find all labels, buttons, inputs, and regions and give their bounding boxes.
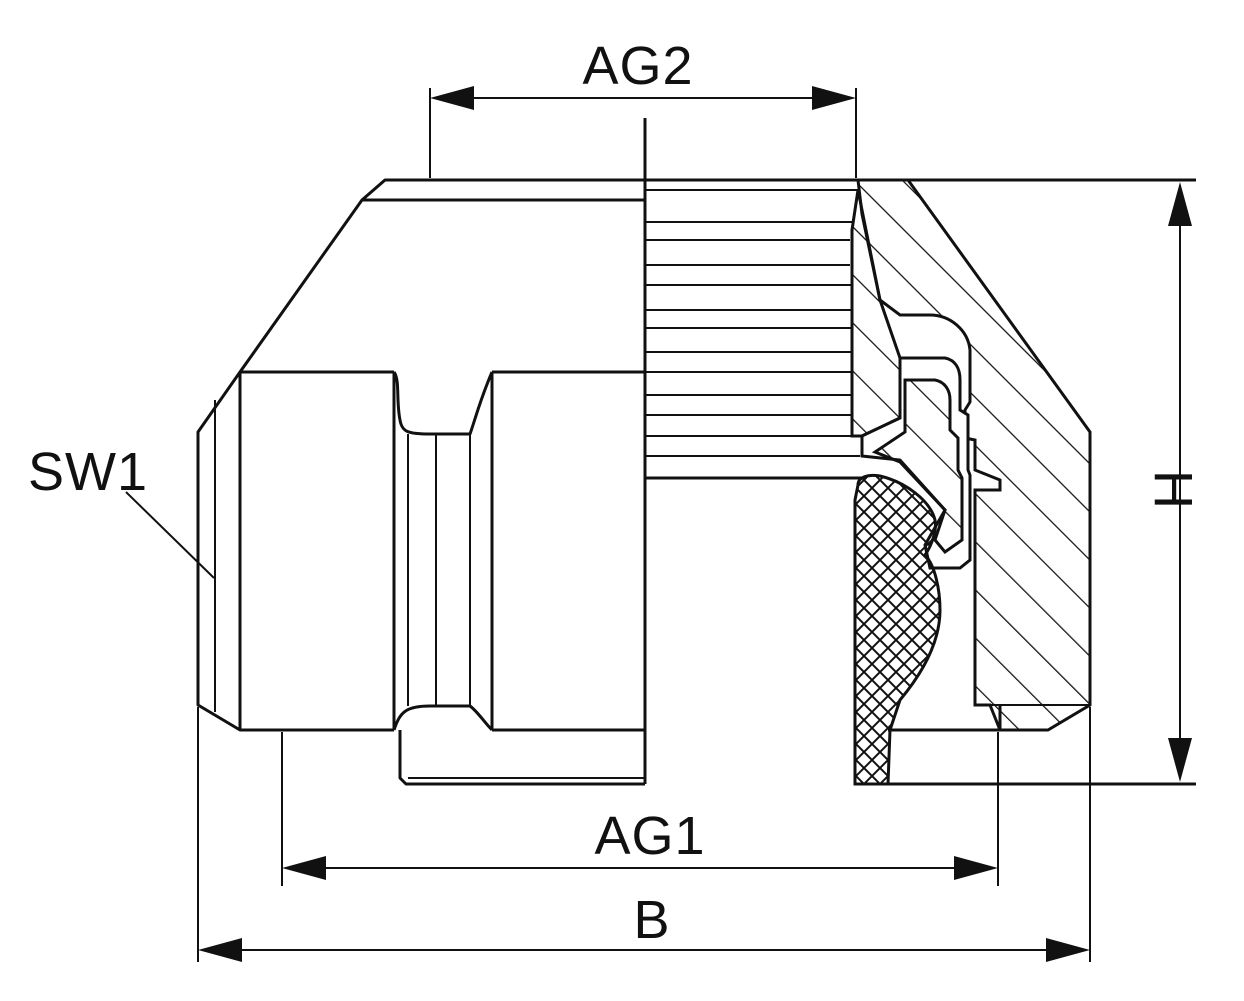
dimension-h: H [1143,182,1203,782]
label-sw1: SW1 [28,442,148,502]
label-h: H [1143,470,1203,510]
label-sw1-leader: SW1 [28,442,215,579]
fitting-body-outline [196,178,645,786]
section-view [645,178,1196,786]
label-b: B [633,890,670,950]
label-ag2: AG2 [582,36,693,96]
dimension-b: B [197,707,1091,962]
dimension-ag1: AG1 [281,732,999,886]
dimension-ag2: AG2 [429,36,857,178]
label-ag1: AG1 [594,806,705,866]
